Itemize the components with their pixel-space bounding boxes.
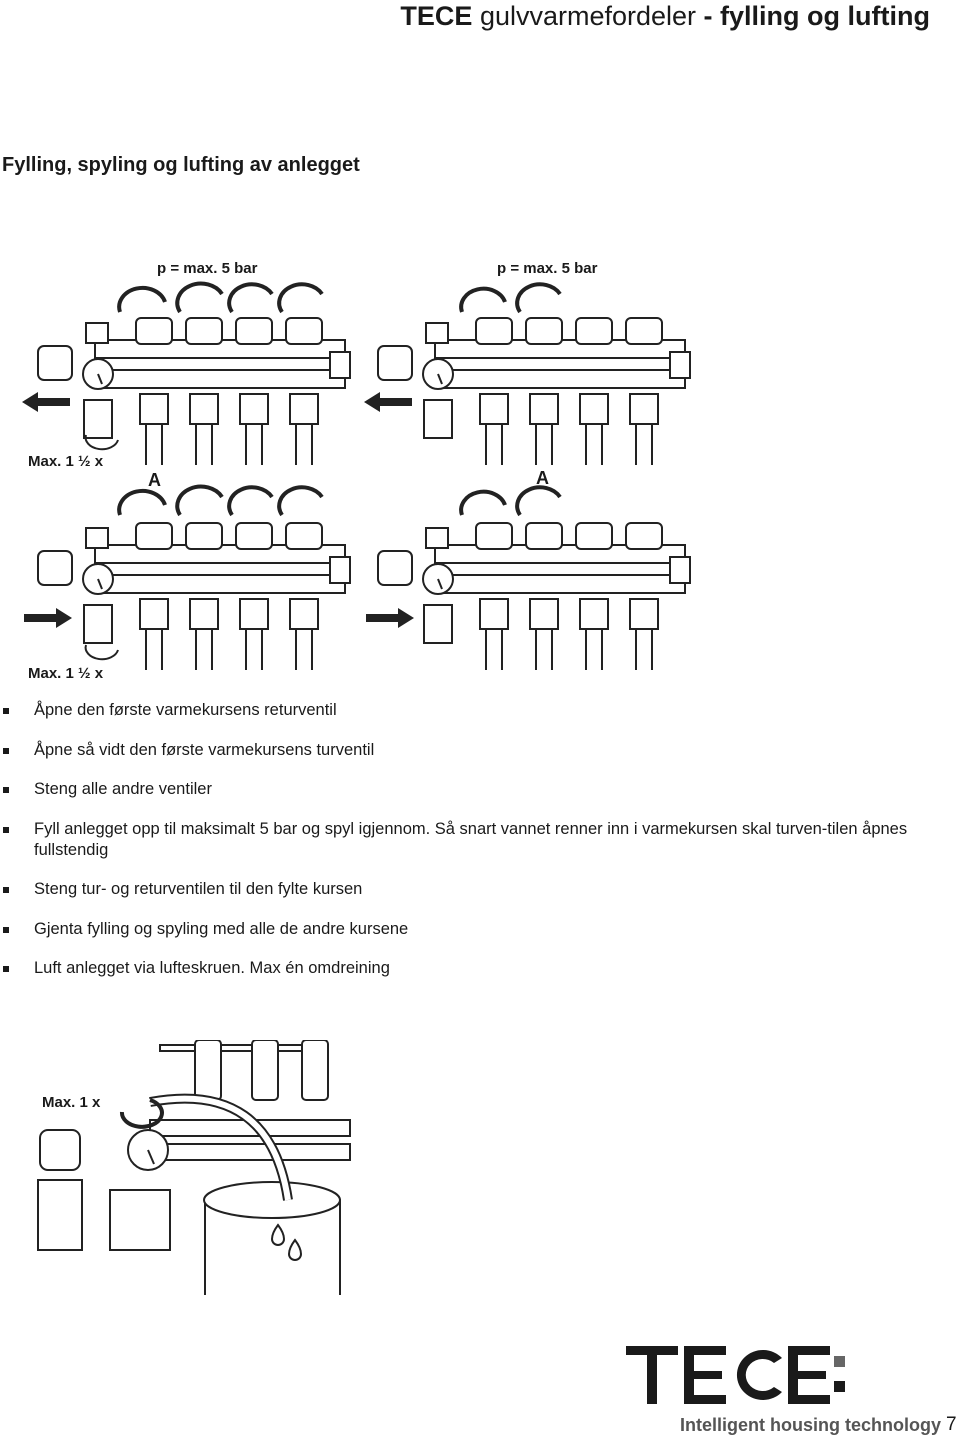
instruction-list: Åpne den første varmekursens returventil… — [0, 700, 920, 998]
pressure-label-right: p = max. 5 bar — [497, 260, 598, 277]
manifold-filling-diagram: p = max. 5 bar p = max. 5 bar Max. 1 ½ x… — [0, 250, 700, 690]
page-number: 7 — [946, 1414, 957, 1435]
tece-logo-graphic — [626, 1346, 845, 1404]
air-vent-illustration — [37, 1040, 351, 1295]
header-brand: TECE — [400, 1, 473, 31]
instruction-step: Steng tur- og returventilen til den fylt… — [0, 879, 920, 900]
instruction-step: Fyll anlegget opp til maksimalt 5 bar og… — [0, 819, 920, 861]
instruction-step: Luft anlegget via lufteskruen. Max én om… — [0, 958, 920, 979]
tece-logo — [626, 1344, 851, 1411]
instruction-step: Åpne den første varmekursens returventil — [0, 700, 920, 721]
header-title-light: gulvvarmefordeler — [472, 1, 704, 31]
instruction-step: Åpne så vidt den første varmekursens tur… — [0, 740, 920, 761]
air-vent-diagram: Max. 1 x — [30, 1040, 360, 1300]
turns-label-bottom: Max. 1 ½ x — [28, 665, 104, 682]
section-heading: Fylling, spyling og lufting av anlegget — [2, 154, 360, 176]
instruction-step: Steng alle andre ventiler — [0, 779, 920, 800]
air-vent-label: Max. 1 x — [42, 1094, 101, 1111]
header-title-bold: - fylling og lufting — [703, 1, 930, 31]
manifold-illustration — [22, 281, 691, 671]
marker-a-right: A — [536, 468, 549, 488]
footer-tagline: Intelligent housing technology — [680, 1415, 941, 1435]
turns-label-top: Max. 1 ½ x — [28, 453, 104, 470]
page-header-title: TECE gulvvarmefordeler - fylling og luft… — [400, 0, 930, 32]
marker-a-left: A — [148, 470, 161, 490]
instruction-step: Gjenta fylling og spyling med alle de an… — [0, 919, 920, 940]
pressure-label-left: p = max. 5 bar — [157, 260, 258, 277]
